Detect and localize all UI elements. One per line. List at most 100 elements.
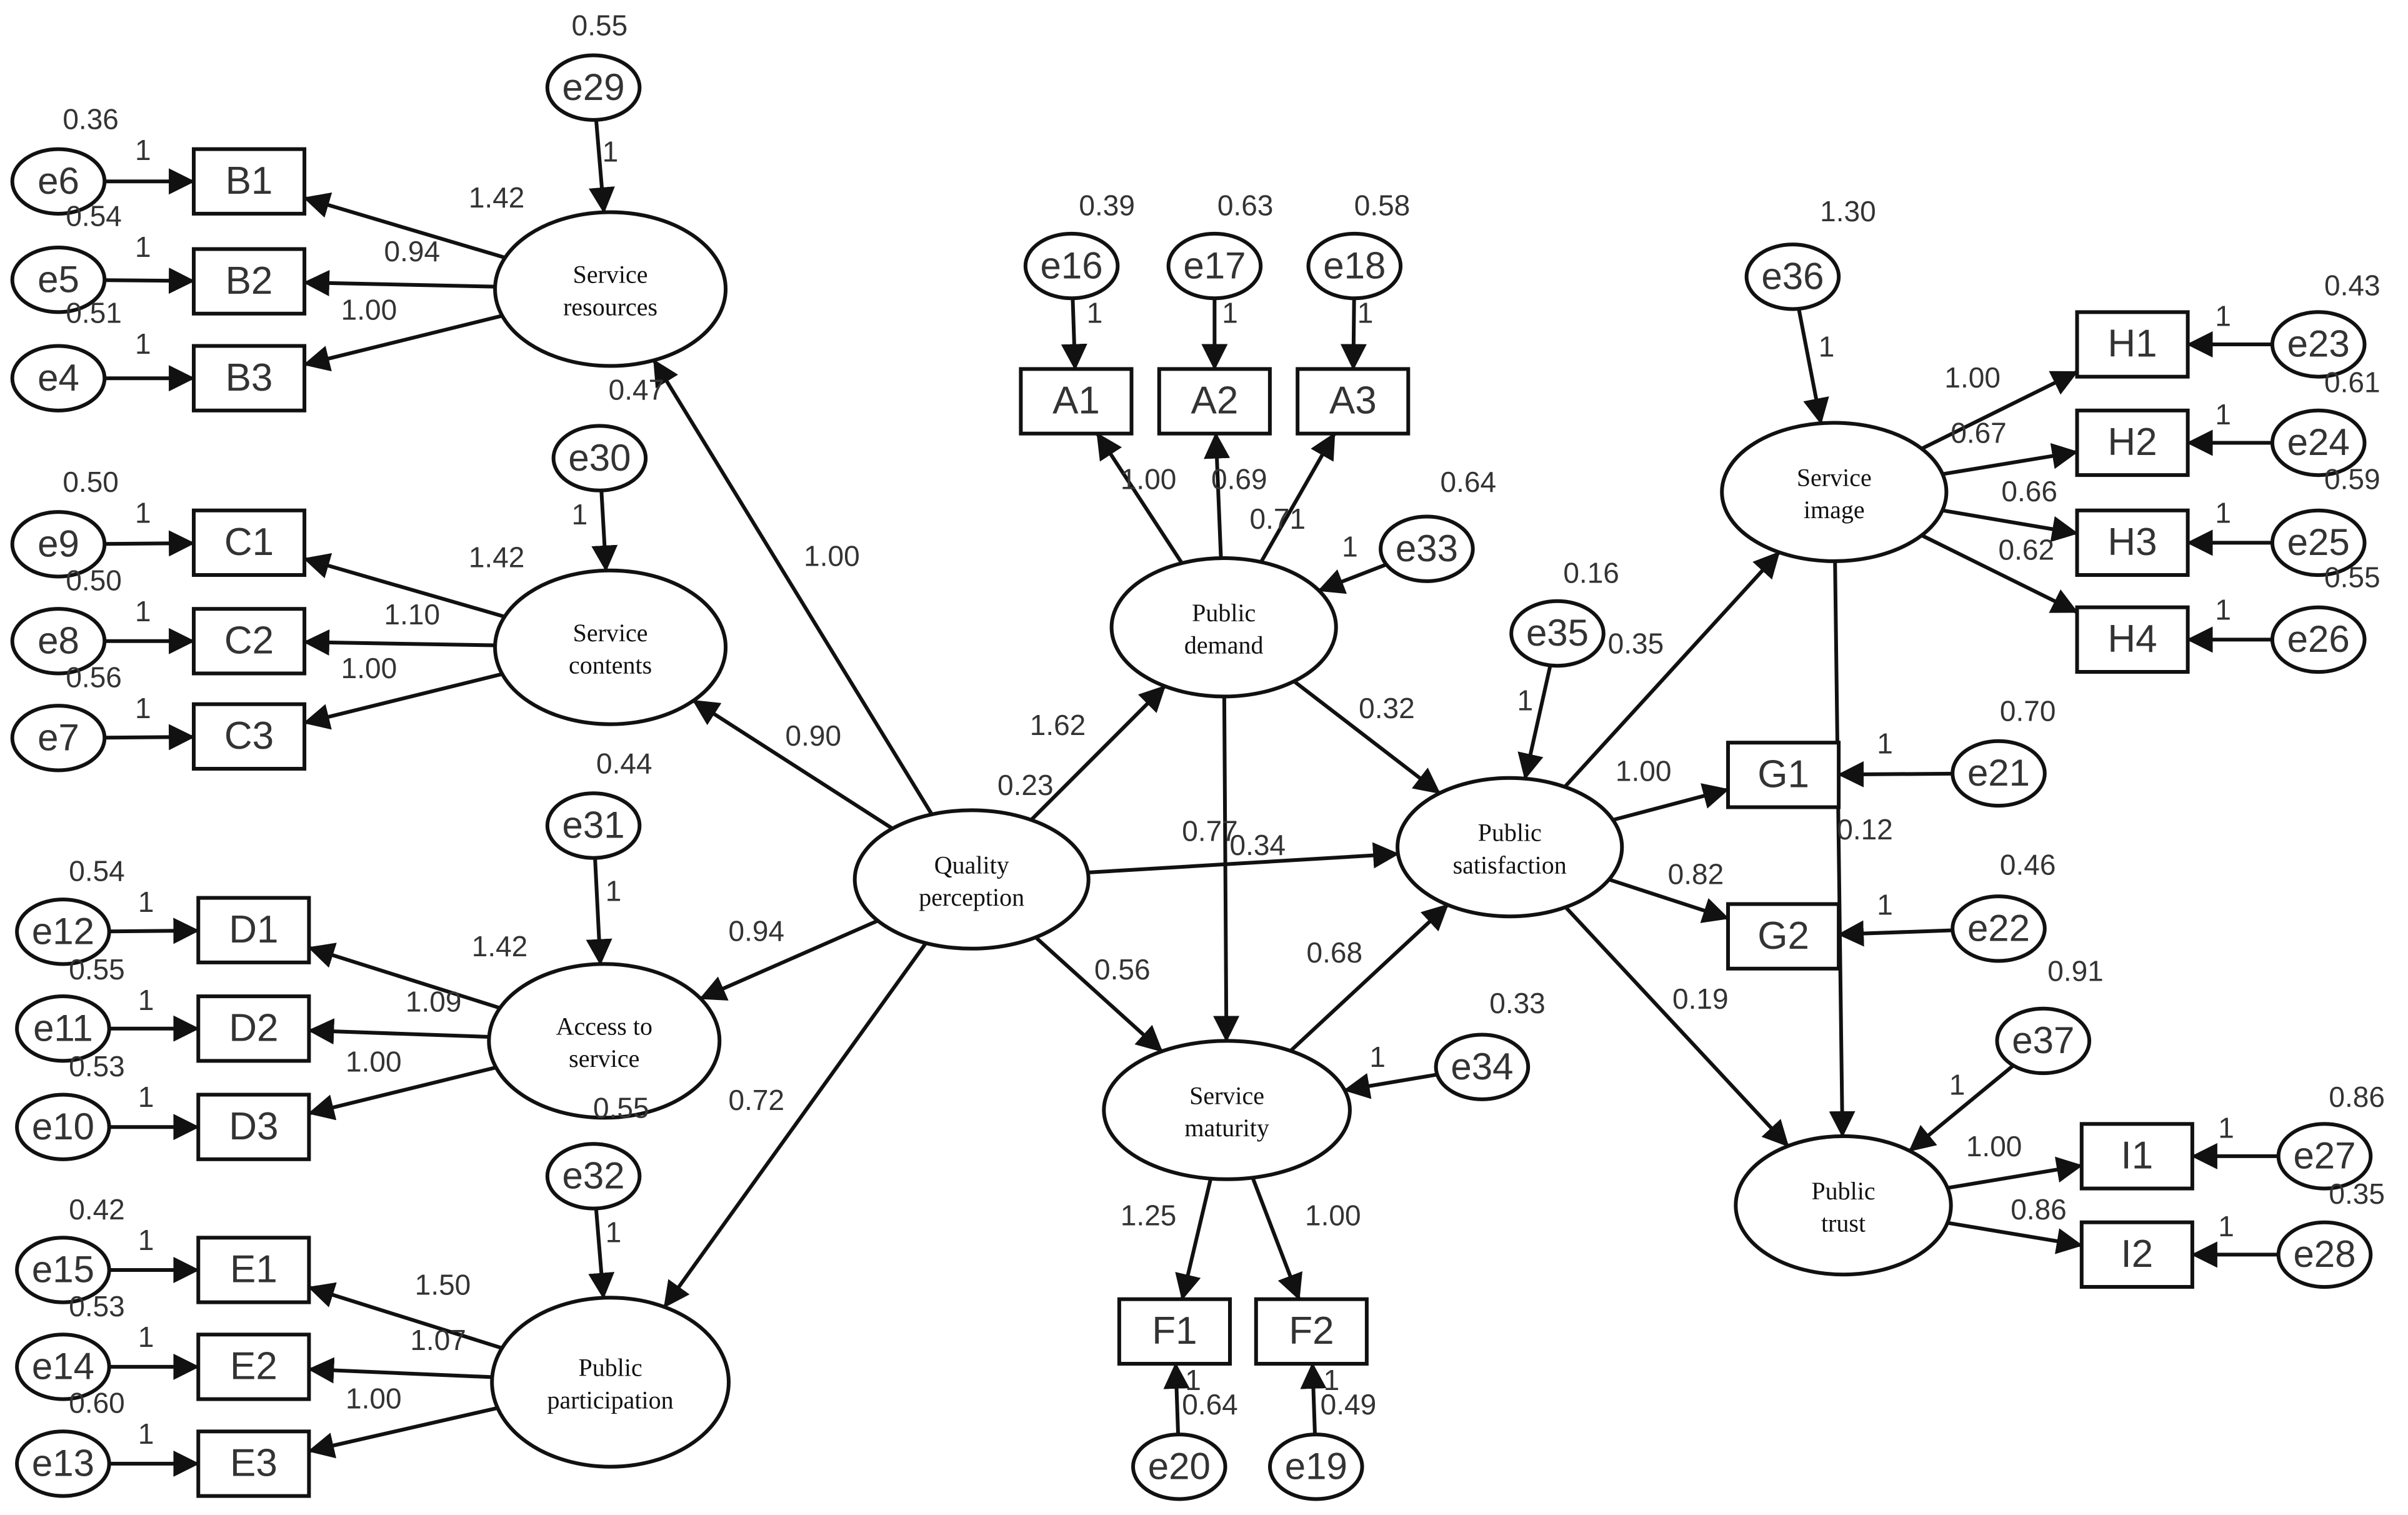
indicator-box bbox=[192, 508, 307, 578]
coefficient-label: 0.35 bbox=[1608, 628, 1664, 660]
path-arrow-pd-to-sm bbox=[1213, 696, 1240, 1042]
coefficient-label: 1 bbox=[1357, 297, 1374, 329]
indicator-label: E2 bbox=[230, 1345, 277, 1388]
path-arrow-pd-to-a1 bbox=[1096, 432, 1184, 564]
path-arrow-qp-to-pd bbox=[1029, 684, 1167, 822]
coefficient-label: 0.69 bbox=[1211, 462, 1267, 495]
error-ellipse bbox=[1268, 1432, 1364, 1501]
construct-label-line: Quality bbox=[934, 851, 1009, 879]
coefficient-label: 1 bbox=[2215, 593, 2231, 626]
coefficient-label: 0.23 bbox=[997, 769, 1054, 801]
path-arrow-e30-to-sc bbox=[591, 490, 618, 572]
error-ellipse bbox=[10, 510, 107, 579]
path-arrow-qp-to-ps bbox=[1087, 842, 1400, 874]
indicator-label: C3 bbox=[224, 714, 274, 758]
error-label: e36 bbox=[1761, 256, 1824, 298]
construct-ellipse bbox=[1102, 1039, 1352, 1181]
construct-ellipse bbox=[490, 1296, 731, 1469]
coefficient-label: 0.36 bbox=[62, 103, 119, 136]
error-ellipse bbox=[1995, 1006, 2092, 1076]
path-arrow-sc-to-c1 bbox=[303, 552, 506, 619]
indicator-box bbox=[196, 994, 311, 1063]
error-e17-icon: e17 bbox=[1166, 231, 1263, 301]
path-arrow-pd-to-ps bbox=[1292, 679, 1441, 795]
path-arrow-sc-to-c2 bbox=[303, 629, 496, 656]
coefficient-label: 0.72 bbox=[729, 1084, 785, 1116]
error-e25-icon: e25 bbox=[2270, 508, 2367, 578]
coefficient-label: 1 bbox=[606, 875, 622, 908]
coefficient-label: 1 bbox=[135, 134, 151, 166]
construct-label-line: perception bbox=[919, 883, 1024, 911]
path-arrow-ps-to-g1 bbox=[1612, 783, 1730, 822]
coefficient-label: 0.70 bbox=[2000, 695, 2056, 728]
error-ellipse bbox=[551, 424, 648, 492]
error-e32-icon: e32 bbox=[545, 1142, 642, 1211]
indicator-e1: E1 bbox=[196, 1236, 311, 1304]
error-e34-icon: e34 bbox=[1434, 1032, 1531, 1101]
coefficient-label: 1.00 bbox=[1305, 1199, 1361, 1232]
path-arrow-pp-to-e1 bbox=[307, 1282, 503, 1350]
coefficient-label: 1.42 bbox=[472, 930, 528, 962]
coefficient-label: 0.49 bbox=[1321, 1388, 1377, 1421]
error-label: e16 bbox=[1041, 244, 1103, 286]
indicator-h3: H3 bbox=[2075, 508, 2190, 578]
construct-ellipse bbox=[1109, 556, 1338, 699]
indicator-label: H1 bbox=[2107, 322, 2157, 366]
indicator-box bbox=[196, 1236, 311, 1304]
path-arrow-e29-to-sr bbox=[589, 119, 615, 214]
coefficient-label: 1 bbox=[135, 595, 151, 628]
error-label: e20 bbox=[1148, 1446, 1211, 1488]
error-e29-icon: e29 bbox=[545, 53, 642, 122]
coefficient-label: 0.32 bbox=[1359, 692, 1415, 724]
error-label: e11 bbox=[33, 1007, 93, 1049]
coefficient-label: 0.54 bbox=[69, 855, 125, 888]
indicator-label: E1 bbox=[230, 1248, 277, 1291]
error-e15-icon: e15 bbox=[15, 1236, 111, 1304]
coefficient-label: 0.51 bbox=[66, 297, 122, 329]
coefficient-label: 1.00 bbox=[346, 1046, 402, 1078]
path-arrow-sm-to-ps bbox=[1289, 903, 1449, 1052]
coefficient-label: 1.10 bbox=[384, 598, 441, 631]
indicator-box bbox=[196, 1429, 311, 1498]
construct-ellipse bbox=[1720, 421, 1949, 563]
coefficient-label: 0.39 bbox=[1079, 189, 1135, 221]
coefficient-label: 1.00 bbox=[804, 539, 860, 572]
construct-label-line: Service bbox=[1797, 463, 1872, 491]
coefficient-label: 1 bbox=[138, 886, 154, 918]
path-arrow-qp-to-sr bbox=[652, 359, 934, 816]
error-label: e21 bbox=[1967, 752, 2030, 794]
coefficient-label: 1 bbox=[1517, 684, 1534, 717]
path-arrow-as-to-d3 bbox=[307, 1065, 497, 1121]
error-label: e28 bbox=[2293, 1233, 2356, 1275]
error-ellipse bbox=[2270, 408, 2367, 478]
path-arrow-e34-to-sm bbox=[1343, 1072, 1438, 1099]
error-e23-icon: e23 bbox=[2270, 310, 2367, 379]
indicator-label: B1 bbox=[226, 159, 273, 202]
path-arrow-ps-to-pt bbox=[1564, 906, 1790, 1148]
coefficient-label: 0.62 bbox=[1999, 533, 2055, 566]
coefficient-label: 1 bbox=[2215, 300, 2231, 332]
error-ellipse bbox=[2270, 508, 2367, 578]
indicator-box bbox=[2075, 508, 2190, 578]
indicator-label: H2 bbox=[2107, 421, 2157, 464]
indicator-label: D2 bbox=[229, 1006, 278, 1049]
error-ellipse bbox=[10, 147, 107, 216]
coefficient-label: 1.00 bbox=[1944, 361, 2001, 394]
indicator-g1: G1 bbox=[1726, 741, 1841, 809]
coefficient-label: 1 bbox=[1087, 297, 1103, 329]
indicator-d1: D1 bbox=[196, 896, 311, 964]
path-arrow-as-to-d2 bbox=[307, 1018, 489, 1045]
error-e24-icon: e24 bbox=[2270, 408, 2367, 478]
error-label: e26 bbox=[2287, 618, 2350, 660]
error-ellipse bbox=[545, 53, 642, 122]
indicator-box bbox=[1117, 1297, 1232, 1366]
coefficient-label: 1.00 bbox=[341, 294, 397, 326]
error-ellipse bbox=[545, 791, 642, 860]
coefficient-label: 1.42 bbox=[469, 181, 525, 214]
